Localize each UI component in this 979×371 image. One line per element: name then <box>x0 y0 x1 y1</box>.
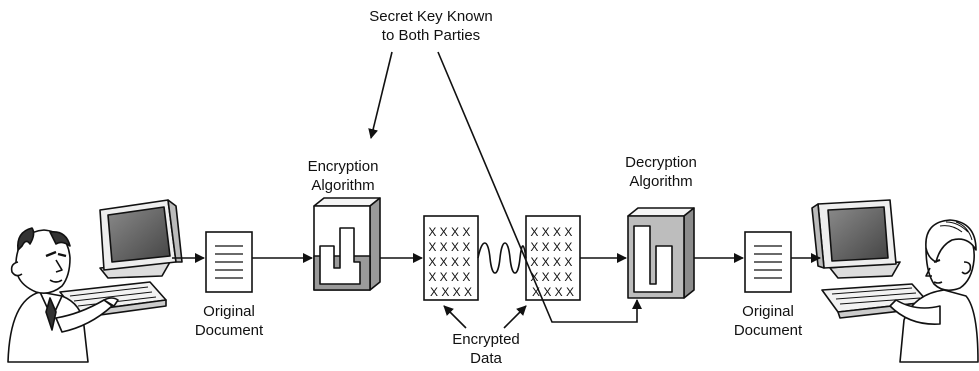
svg-text:X X X X X X X X X: X X X X X X X X X X X X X X X X X X X X <box>530 225 575 299</box>
cipher-row: X X X X <box>530 240 572 254</box>
encrypted-data-block-left: X X X X X X X X X X X X X X X X X X X X <box>423 215 479 301</box>
secret-key-label: Secret Key Known to Both Parties <box>369 8 493 44</box>
cipher-row: X X X X <box>530 225 572 239</box>
original-document-left-label: Original Document <box>194 303 264 339</box>
decryption-algorithm-label: Decryption Algorithm <box>625 154 697 190</box>
original-document-right-label: Original Document <box>733 303 803 339</box>
svg-text:X X X X X X X X X: X X X X X X X X X X X X X X X X X X X X <box>428 225 473 299</box>
arrow-encrypted-data-label-left <box>443 305 467 329</box>
transmission-wave <box>477 242 527 274</box>
cipher-row: X X X X <box>532 285 574 299</box>
original-document-left-icon <box>205 231 253 293</box>
cipher-row: X X X X <box>428 270 470 284</box>
arrow-encrypted-data-label-right <box>503 305 527 329</box>
encryption-algorithm-label: Encryption Algorithm <box>307 158 379 194</box>
cipher-row: X X X X <box>428 225 470 239</box>
receiver-woman-at-computer-icon <box>811 199 979 363</box>
encrypted-data-label: Encrypted Data <box>452 331 520 367</box>
encryption-algorithm-icon <box>313 197 381 291</box>
cipher-row: X X X X <box>530 270 572 284</box>
cipher-row: X X X X <box>530 255 572 269</box>
cipher-row: X X X X <box>428 240 470 254</box>
arrow-key-to-encryption <box>368 51 393 139</box>
cipher-row: X X X X <box>430 285 472 299</box>
arrow-key-to-decryption <box>437 51 642 323</box>
flow-arrows <box>172 51 821 329</box>
original-document-right-icon <box>744 231 792 293</box>
decryption-algorithm-icon <box>627 207 695 299</box>
cipher-row: X X X X <box>428 255 470 269</box>
sender-man-at-computer-icon <box>7 199 183 363</box>
encrypted-data-block-right: X X X X X X X X X X X X X X X X X X X X <box>525 215 581 301</box>
